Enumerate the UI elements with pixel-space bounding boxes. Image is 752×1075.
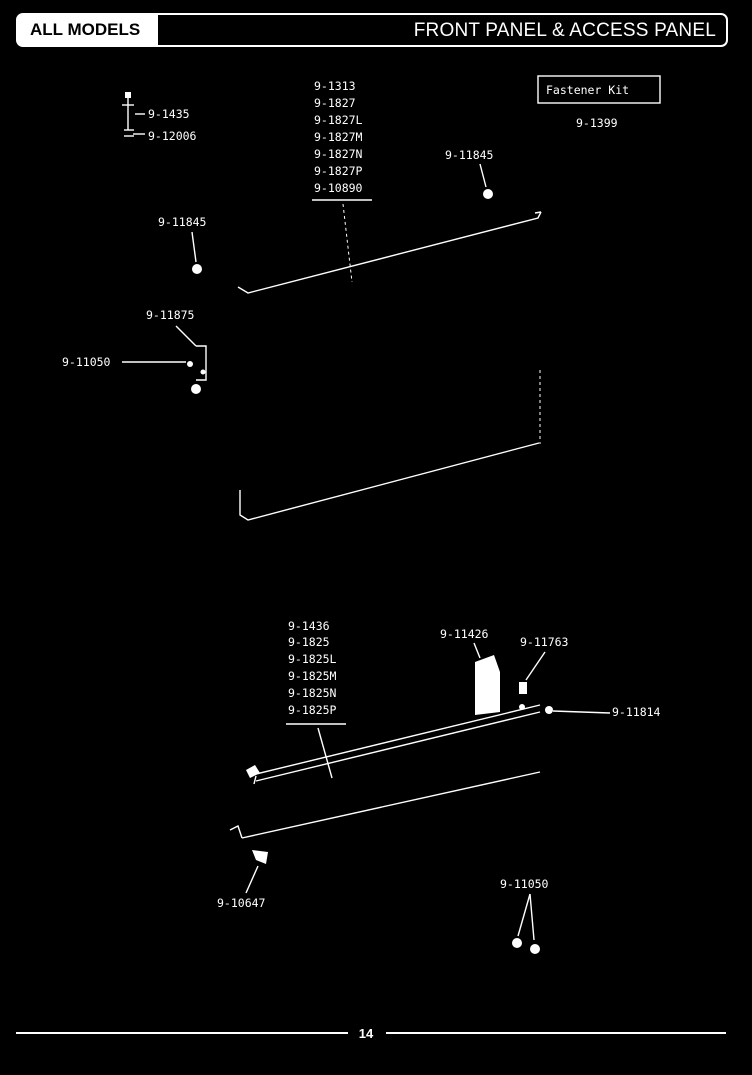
label-right-fastener: 9-11814 bbox=[612, 705, 661, 719]
right-screw-part bbox=[483, 189, 493, 199]
front-part-2: 9-1827 bbox=[314, 96, 356, 110]
access-panel-rail bbox=[246, 704, 541, 785]
label-bracket-screw: 9-11050 bbox=[62, 355, 111, 369]
label-bracket: 9-11875 bbox=[146, 308, 194, 322]
insulation-part bbox=[475, 655, 500, 715]
access-panel-bottom bbox=[229, 771, 541, 864]
top-left-fastener bbox=[122, 92, 145, 137]
left-screw-part bbox=[192, 264, 202, 274]
front-panel-part-list: 9-1313 9-1827 9-1827L 9-1827M 9-1827N 9-… bbox=[312, 79, 372, 201]
models-title: ALL MODELS bbox=[30, 20, 141, 39]
section-title: FRONT PANEL & ACCESS PANEL bbox=[413, 20, 716, 41]
leader-left-screw bbox=[191, 231, 197, 263]
right-fastener-part bbox=[545, 706, 553, 714]
label-left-screw: 9-11845 bbox=[158, 215, 206, 229]
fastener-kit-label: Fastener Kit bbox=[546, 83, 629, 97]
leader-insulation bbox=[473, 642, 481, 659]
front-part-4: 9-1827M bbox=[314, 130, 363, 144]
label-bottom-left: 9-10647 bbox=[217, 896, 266, 910]
header-bar: ALL MODELS FRONT PANEL & ACCESS PANEL bbox=[16, 13, 728, 47]
label-insulation: 9-11426 bbox=[440, 627, 489, 641]
leader-bracket bbox=[175, 325, 197, 347]
front-part-5: 9-1827N bbox=[314, 147, 363, 161]
header-left-background bbox=[18, 15, 158, 45]
leader-bottom-screw-1 bbox=[517, 893, 531, 937]
access-part-4: 9-1825M bbox=[288, 669, 337, 683]
fastener-kit-box bbox=[537, 75, 661, 104]
label-right-screw: 9-11845 bbox=[445, 148, 493, 162]
label-clip: 9-11763 bbox=[520, 635, 569, 649]
leader-front-group bbox=[342, 203, 353, 283]
access-part-5: 9-1825N bbox=[288, 686, 337, 700]
access-part-2: 9-1825 bbox=[288, 635, 330, 649]
fastener-kit-part: 9-1399 bbox=[576, 116, 618, 130]
leader-right-screw bbox=[479, 163, 487, 188]
label-bottom-screws: 9-11050 bbox=[500, 877, 549, 891]
front-panel bbox=[237, 211, 542, 521]
clip-part bbox=[519, 682, 527, 694]
label-top-left-b: 9-12006 bbox=[148, 129, 197, 143]
access-panel-part-list: 9-1436 9-1825 9-1825L 9-1825M 9-1825N 9-… bbox=[286, 619, 346, 725]
leader-access-group bbox=[317, 727, 333, 779]
bottom-screw-1 bbox=[512, 938, 522, 948]
leader-right-fastener bbox=[552, 710, 611, 714]
front-part-6: 9-1827P bbox=[314, 164, 363, 178]
access-part-6: 9-1825P bbox=[288, 703, 337, 717]
leader-clip bbox=[525, 651, 546, 681]
front-part-7: 9-10890 bbox=[314, 181, 363, 195]
front-part-3: 9-1827L bbox=[314, 113, 363, 127]
leader-bottom-left bbox=[245, 865, 259, 894]
bracket-part bbox=[187, 345, 207, 394]
label-top-left-a: 9-1435 bbox=[148, 107, 190, 121]
access-part-3: 9-1825L bbox=[288, 652, 337, 666]
leader-bottom-screw-2 bbox=[529, 893, 535, 941]
front-part-1: 9-1313 bbox=[314, 79, 356, 93]
bottom-screw-2 bbox=[530, 944, 540, 954]
access-part-1: 9-1436 bbox=[288, 619, 330, 633]
page-number: 14 bbox=[359, 1026, 374, 1041]
